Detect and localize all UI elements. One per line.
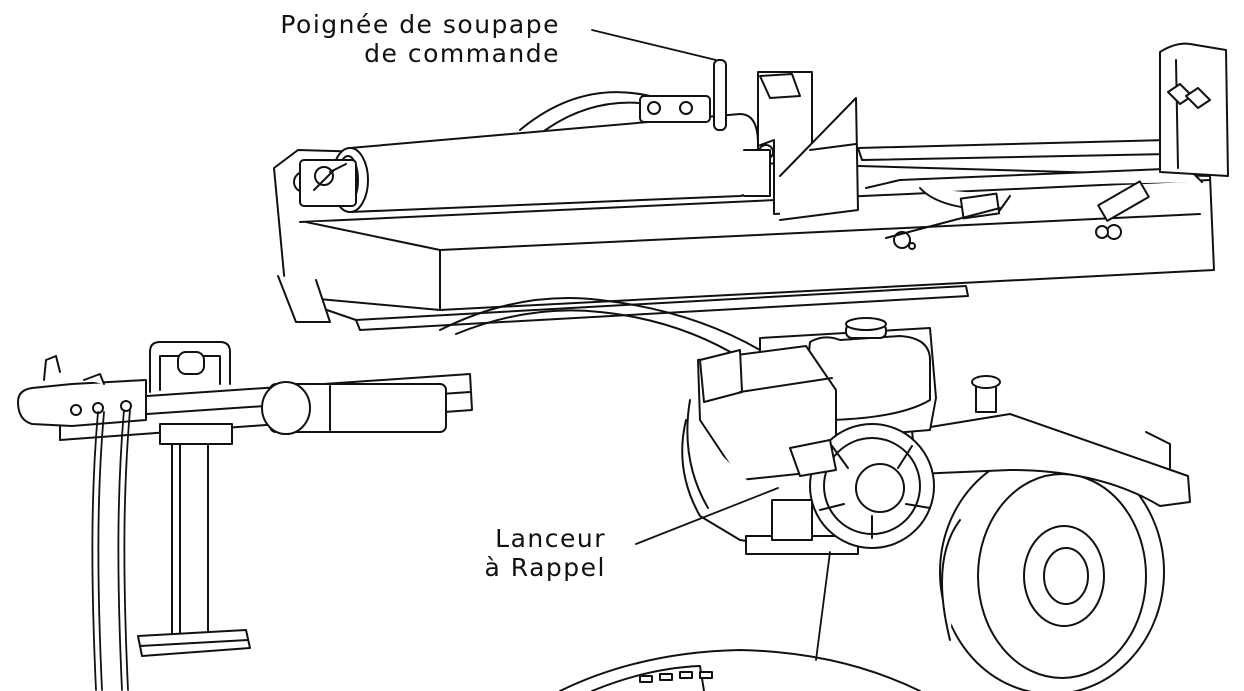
recoil-starter-label: Lanceur à Rappel — [420, 524, 606, 582]
hydraulic-cylinder — [299, 113, 771, 213]
splitting-wedge — [757, 71, 859, 221]
engine — [681, 317, 937, 555]
recoil-starter-label-line2: à Rappel — [484, 553, 606, 582]
control-valve-label-line1: Poignée de soupape — [280, 10, 560, 39]
control-valve-handle — [639, 59, 727, 131]
hydraulic-hoses — [439, 91, 761, 361]
safety-chains — [91, 409, 131, 691]
detail-leader-line — [815, 551, 831, 661]
drawbar — [59, 341, 473, 445]
jack-stand — [137, 439, 251, 657]
recoil-starter-label-line1: Lanceur — [495, 524, 606, 553]
hitch-coupler — [17, 355, 147, 427]
valve-leader-line — [591, 29, 717, 61]
detail-inset — [559, 649, 921, 691]
rail-guard — [857, 139, 1203, 239]
control-valve-handle-label: Poignée de soupape de commande — [200, 10, 560, 68]
fender — [911, 375, 1191, 507]
control-valve-label-line2: de commande — [364, 39, 560, 68]
end-plate — [1159, 42, 1229, 177]
leader-lines — [591, 29, 831, 661]
starter-leader-line — [635, 487, 779, 545]
